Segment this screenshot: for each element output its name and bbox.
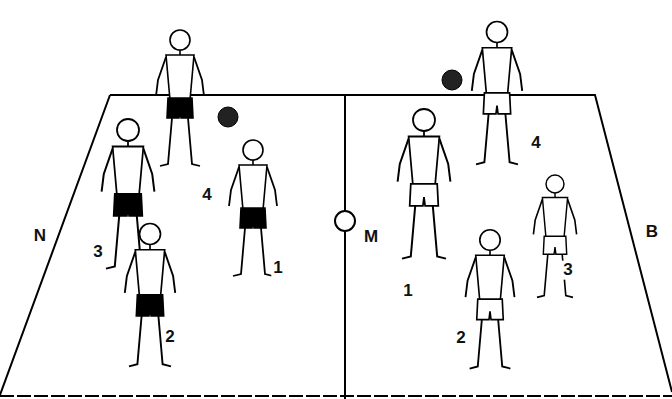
player-number: 4	[529, 134, 542, 153]
player-number: 1	[271, 259, 284, 278]
area-letter: N	[32, 227, 48, 246]
player-number: 4	[200, 186, 213, 205]
player-number: 2	[454, 329, 467, 348]
player-number: 2	[163, 328, 176, 347]
player-number: 3	[91, 243, 104, 262]
area-letter: B	[644, 223, 660, 242]
area-letter: M	[362, 228, 380, 247]
player-number: 1	[401, 282, 414, 301]
player-number: 3	[561, 261, 574, 280]
